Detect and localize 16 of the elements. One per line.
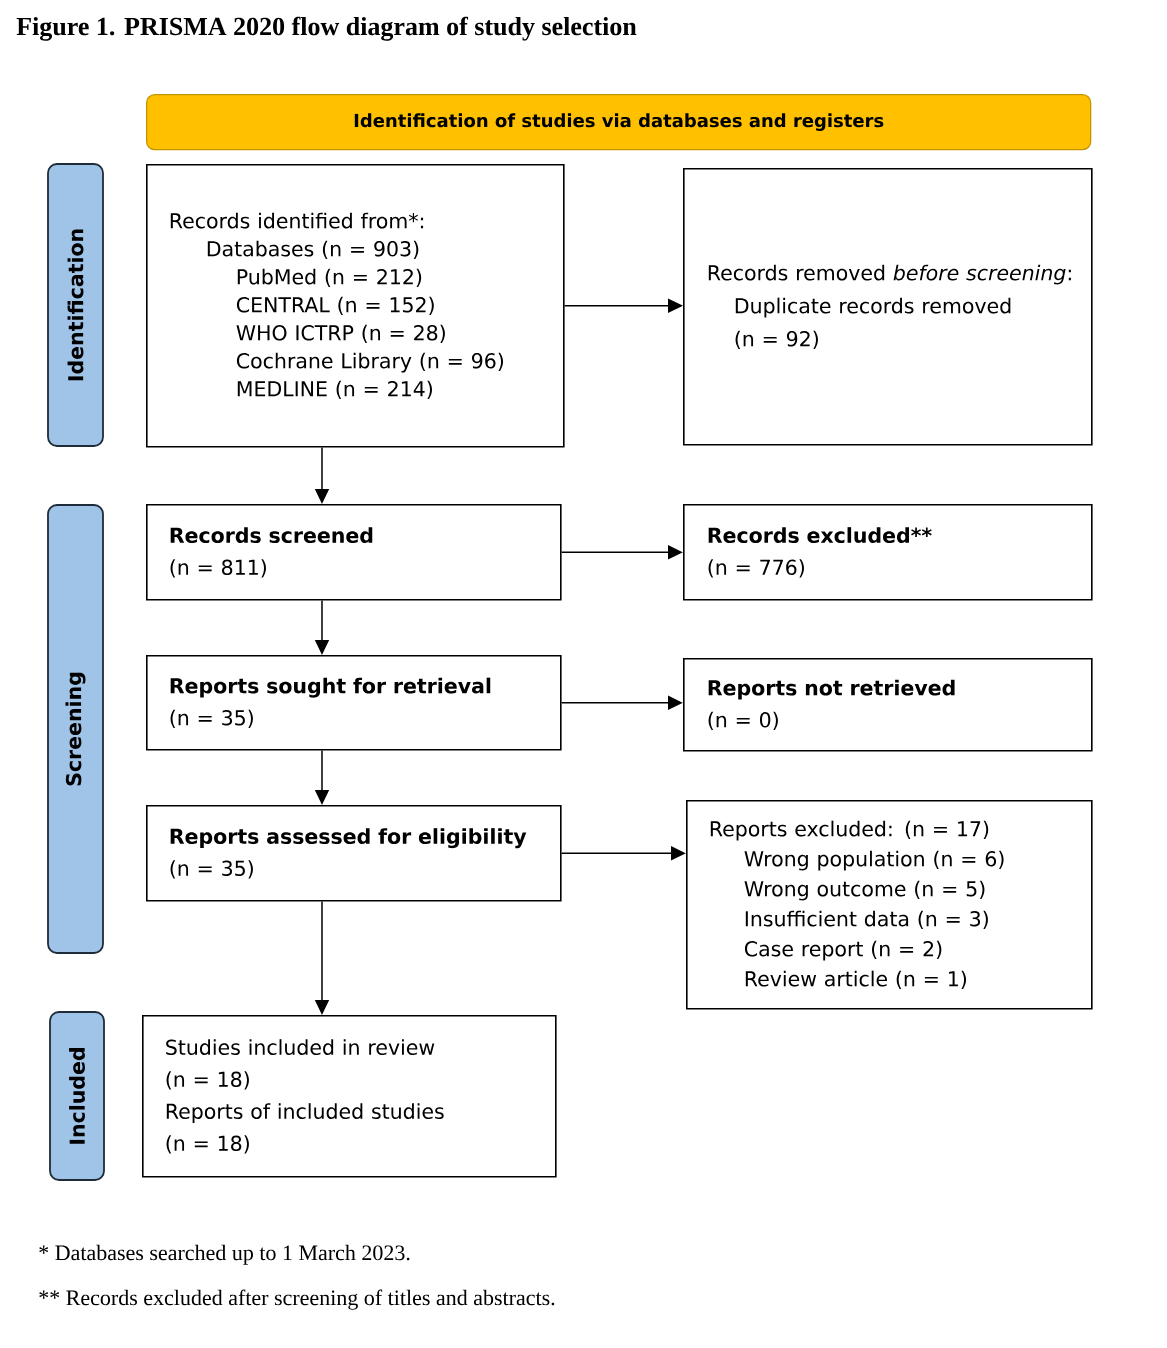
figure-title: Figure 1. PRISMA 2020 flow diagram of study selection: [16, 16, 637, 41]
process-box: Reports sought for retrieval (n = 35): [146, 655, 562, 751]
phase-label: Screening: [47, 504, 104, 954]
process-box: Records excluded** (n = 776): [683, 504, 1093, 601]
process-box: Records identified from*: Databases (n = 903) PubMed (n = 212) CENTRAL (n = 152) WHO ICTRP (n = 28) Cochrane Library (n = 96) MEDLINE (n = 214): [146, 164, 565, 448]
process-box: Reports not retrieved (n = 0): [683, 658, 1093, 752]
process-box: Records removed before screening: Duplicate records removed (n = 92): [683, 168, 1093, 446]
section-banner: Identification of studies via databases and registers: [146, 94, 1092, 151]
phase-label: Included: [49, 1011, 105, 1181]
footnote: * Databases searched up to 1 March 2023.: [39, 1244, 410, 1265]
process-box: Reports excluded: (n = 17) Wrong population (n = 6) Wrong outcome (n = 5) Insufficient data (n = 3) Case report (n = 2) Review article (n = 1): [686, 800, 1093, 1010]
process-box: Studies included in review (n = 18) Reports of included studies (n = 18): [142, 1015, 557, 1178]
process-box: Records screened (n = 811): [146, 504, 562, 601]
footnote: ** Records excluded after screening of titles and abstracts.: [39, 1289, 555, 1310]
phase-label: Identification: [47, 163, 104, 447]
process-box: Reports assessed for eligibility (n = 35): [146, 805, 562, 902]
